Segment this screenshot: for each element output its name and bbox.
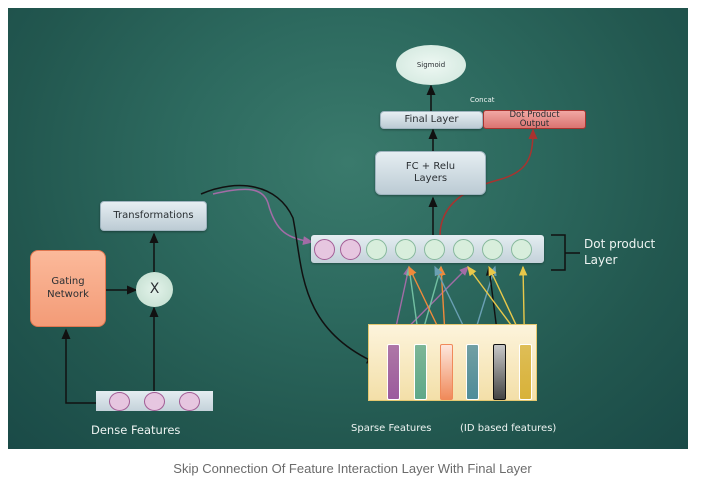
dense-feature-unit bbox=[179, 391, 200, 411]
dense-features-label: Dense Features bbox=[91, 423, 181, 437]
gating-network-box: Gating Network bbox=[30, 250, 106, 327]
dense-unit bbox=[314, 238, 335, 260]
sparse-unit bbox=[453, 238, 474, 260]
dot-product-layer bbox=[311, 235, 544, 263]
sigmoid-label: Sigmoid bbox=[416, 60, 446, 69]
sparse-unit bbox=[511, 238, 532, 260]
fc-relu-label: FC + Relu Layers bbox=[405, 160, 456, 185]
sparse-features-note: (ID based features) bbox=[460, 423, 557, 434]
sparse-feature-3 bbox=[440, 344, 453, 400]
concat-label: Concat bbox=[470, 96, 495, 104]
figure-caption: Skip Connection Of Feature Interaction L… bbox=[173, 461, 532, 476]
sparse-unit bbox=[482, 238, 503, 260]
transformations-label: Transformations bbox=[113, 209, 194, 221]
sparse-features-label: Sparse Features bbox=[351, 423, 432, 434]
diagram-canvas: Sigmoid Concat Final Layer Dot Product O… bbox=[8, 8, 688, 449]
arrow-dense-to-gating bbox=[61, 328, 96, 404]
sparse-feature-5 bbox=[493, 344, 506, 400]
sparse-unit bbox=[395, 238, 416, 260]
arrow-transform-to-dotlayer bbox=[212, 188, 314, 245]
sparse-unit bbox=[424, 238, 445, 260]
sparse-features-container bbox=[368, 324, 537, 401]
dot-product-output-label: Dot Product Output bbox=[509, 110, 560, 129]
final-layer-box: Final Layer bbox=[380, 111, 483, 129]
sparse-feature-1 bbox=[387, 344, 400, 400]
gating-network-label: Gating Network bbox=[47, 276, 89, 300]
dense-unit bbox=[340, 238, 361, 260]
sigmoid-node: Sigmoid bbox=[396, 45, 466, 85]
final-layer-label: Final Layer bbox=[404, 113, 459, 125]
dense-feature-unit bbox=[144, 391, 165, 411]
fc-relu-box: FC + Relu Layers bbox=[375, 151, 486, 195]
sparse-unit bbox=[366, 238, 387, 260]
multiply-node: X bbox=[136, 272, 173, 307]
multiply-label: X bbox=[149, 280, 160, 297]
dot-layer-bracket bbox=[551, 234, 566, 271]
sparse-feature-2 bbox=[414, 344, 427, 400]
sparse-feature-6 bbox=[519, 344, 532, 400]
transformations-box: Transformations bbox=[100, 201, 207, 231]
skip-connection-curve bbox=[439, 128, 538, 237]
dense-features-layer bbox=[96, 391, 213, 411]
arrow-transform-to-sparse bbox=[200, 184, 378, 364]
dot-product-output-box: Dot Product Output bbox=[483, 110, 586, 129]
sparse-feature-4 bbox=[466, 344, 479, 400]
dot-product-layer-label: Dot product Layer bbox=[584, 237, 656, 267]
dense-feature-unit bbox=[109, 391, 130, 411]
